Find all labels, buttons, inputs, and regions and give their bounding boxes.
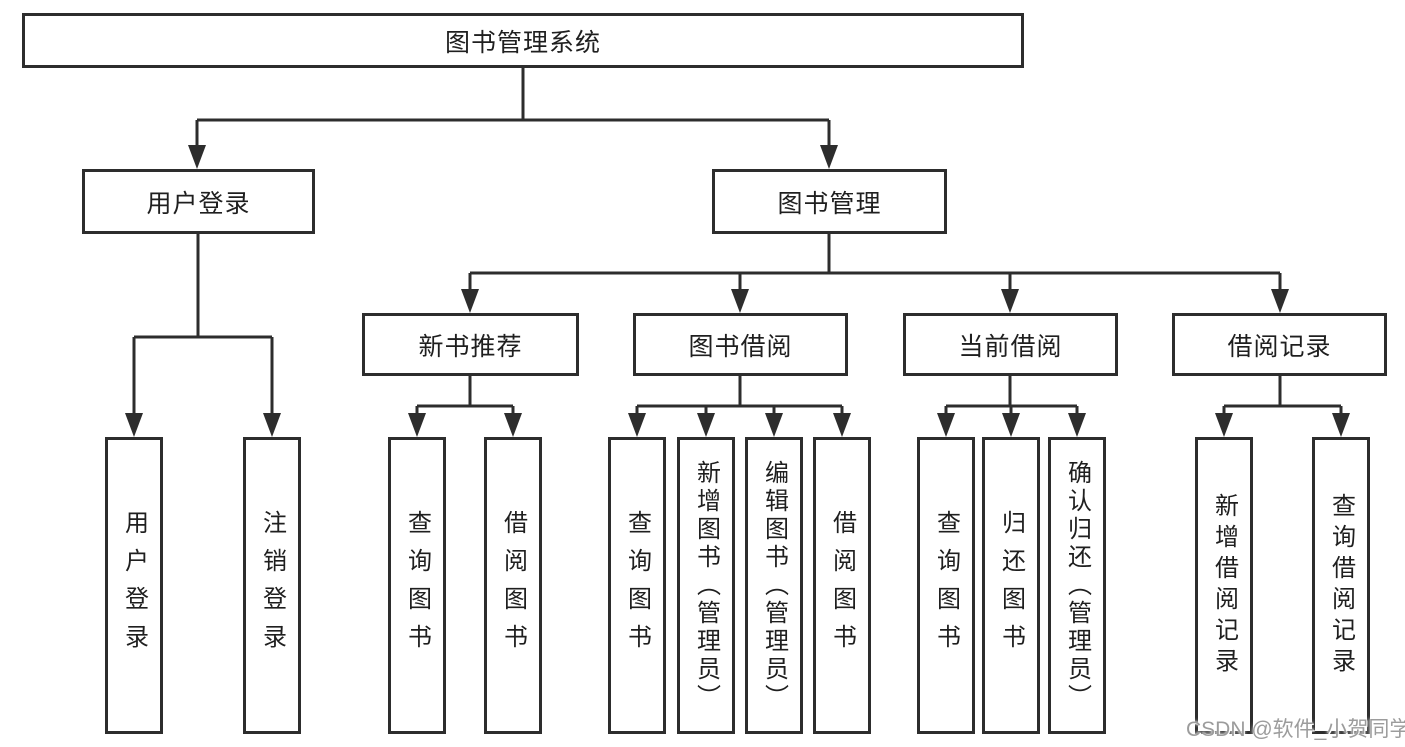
csdn-watermark: CSDN @软件_小贺同学 bbox=[1186, 718, 1405, 741]
node-label: 用户登录 bbox=[146, 189, 251, 218]
leaf-query-books: 查询图书 bbox=[608, 437, 666, 734]
node-label: 借阅记录 bbox=[1227, 332, 1332, 361]
node-label: 图书管理系统 bbox=[444, 28, 601, 57]
leaf-label: 注销登录 bbox=[258, 509, 286, 662]
leaf-confirm-return-admin: 确认归还（管理员） bbox=[1048, 437, 1106, 734]
leaf-label: 编辑图书（管理员） bbox=[760, 459, 788, 712]
leaf-label: 用户登录 bbox=[120, 509, 148, 662]
leaf-add-books-admin: 新增图书（管理员） bbox=[677, 437, 735, 734]
leaf-label: 查询借阅记录 bbox=[1327, 492, 1355, 679]
leaf-edit-books-admin: 编辑图书（管理员） bbox=[745, 437, 803, 734]
node-label: 新书推荐 bbox=[418, 332, 523, 361]
node-label: 图书管理 bbox=[777, 189, 882, 218]
leaf-query-borrow-record: 查询借阅记录 bbox=[1312, 437, 1370, 734]
leaf-label: 归还图书 bbox=[997, 509, 1025, 662]
leaf-user-login: 用户登录 bbox=[105, 437, 163, 734]
leaf-label: 确认归还（管理员） bbox=[1063, 459, 1091, 712]
leaf-label: 借阅图书 bbox=[828, 509, 856, 662]
node-book-management: 图书管理 bbox=[712, 169, 947, 234]
node-current-borrowing: 当前借阅 bbox=[903, 313, 1118, 376]
leaf-logout: 注销登录 bbox=[243, 437, 301, 734]
node-borrow-records: 借阅记录 bbox=[1172, 313, 1387, 376]
leaf-label: 借阅图书 bbox=[499, 509, 527, 662]
node-label: 图书借阅 bbox=[688, 332, 793, 361]
leaf-add-borrow-record: 新增借阅记录 bbox=[1195, 437, 1253, 734]
leaf-label: 查询图书 bbox=[403, 509, 431, 662]
node-user-login: 用户登录 bbox=[82, 169, 315, 234]
leaf-borrow-books: 借阅图书 bbox=[813, 437, 871, 734]
leaf-label: 新增图书（管理员） bbox=[692, 459, 720, 712]
node-new-book-recommend: 新书推荐 bbox=[362, 313, 579, 376]
leaf-label: 查询图书 bbox=[932, 509, 960, 662]
leaf-label: 新增借阅记录 bbox=[1210, 492, 1238, 679]
node-book-borrowing: 图书借阅 bbox=[633, 313, 848, 376]
leaf-borrow-books: 借阅图书 bbox=[484, 437, 542, 734]
node-label: 当前借阅 bbox=[958, 332, 1063, 361]
leaf-return-books: 归还图书 bbox=[982, 437, 1040, 734]
leaf-query-books: 查询图书 bbox=[917, 437, 975, 734]
leaf-label: 查询图书 bbox=[623, 509, 651, 662]
node-library-management-system: 图书管理系统 bbox=[22, 13, 1024, 68]
leaf-query-books: 查询图书 bbox=[388, 437, 446, 734]
